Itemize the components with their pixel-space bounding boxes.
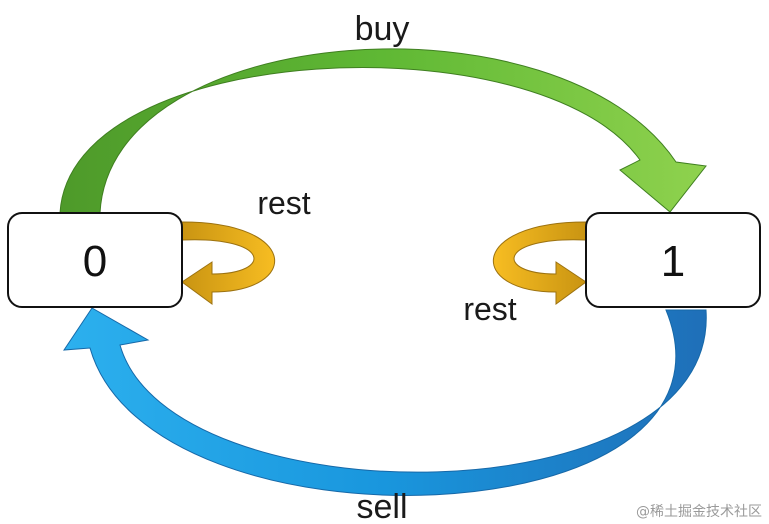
buy-arrow — [59, 48, 707, 214]
state-0-label: 0 — [83, 237, 107, 286]
sell-label: sell — [356, 488, 407, 524]
rest-left-label: rest — [257, 185, 310, 221]
state-1-node: 1 — [585, 212, 761, 308]
rest-loop-left-arrow — [181, 221, 276, 305]
watermark-text: @稀土掘金技术社区 — [636, 504, 762, 520]
rest-loop-right-arrow — [492, 221, 587, 305]
state-1-label: 1 — [661, 237, 685, 286]
sell-arrow — [63, 307, 707, 496]
buy-label: buy — [355, 10, 410, 48]
rest-right-label: rest — [463, 291, 516, 327]
state-0-node: 0 — [7, 212, 183, 308]
